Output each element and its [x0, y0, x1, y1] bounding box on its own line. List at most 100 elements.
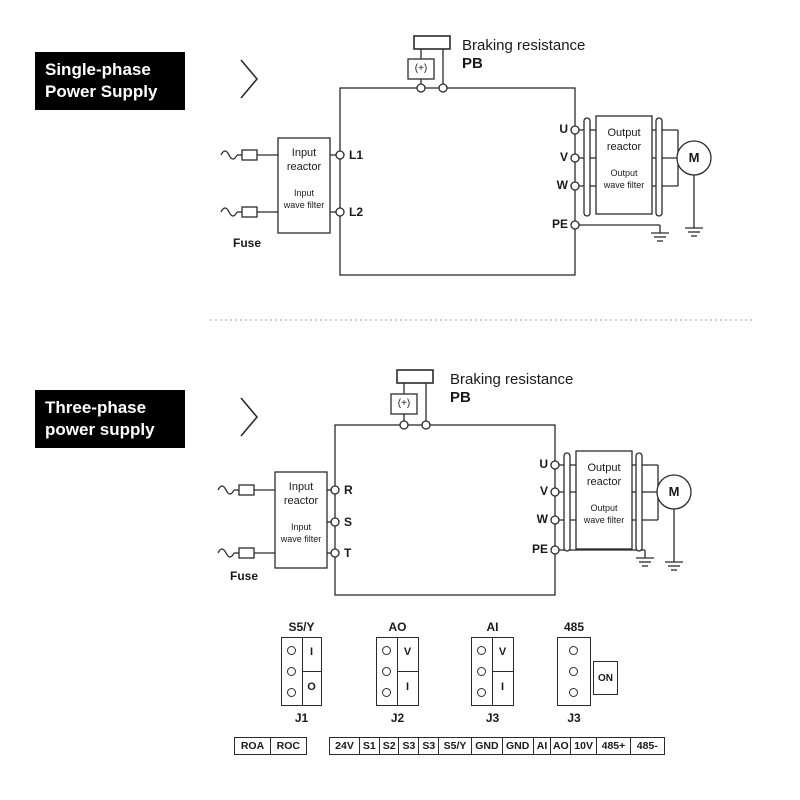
- jumper-pin: [569, 646, 578, 655]
- plus-terminal-label: (+): [397, 398, 411, 409]
- jumper-485-title: 485: [563, 620, 585, 634]
- terminal-cell-24v: 24V: [329, 737, 360, 755]
- terminal-label-pe: PE: [551, 217, 568, 231]
- output-reactor-box: [595, 115, 653, 215]
- fuse-symbol: [241, 149, 258, 161]
- braking-resistance-label: Braking resistance: [462, 37, 586, 54]
- jumper-name-j3: J3: [485, 711, 500, 725]
- fuse-symbol: [238, 547, 255, 559]
- terminal-cell-s3b: S3: [418, 737, 440, 755]
- input-reactor-label: Input reactor: [286, 147, 322, 173]
- ground-icon: [651, 232, 669, 242]
- plus-terminal-label: (+): [414, 63, 428, 74]
- motor-circle: [656, 474, 692, 510]
- filter-bar: [583, 117, 591, 217]
- terminal-cell-485p: 485+: [595, 737, 631, 755]
- terminal-cell-roa: ROA: [234, 737, 271, 755]
- output-reactor-box: [575, 450, 633, 550]
- terminal-label-w: W: [556, 178, 568, 192]
- output-reactor-label: Output reactor: [606, 127, 642, 153]
- divider: [492, 671, 513, 672]
- terminal-label-s: S: [344, 515, 353, 529]
- jumper-pin: [287, 646, 296, 655]
- fuse-symbol: [241, 206, 258, 218]
- motor-circle: [676, 140, 712, 176]
- relay-terminal-strip: ROA ROC: [234, 737, 307, 755]
- chevron-icon: [240, 397, 259, 437]
- jumper-pin: [569, 667, 578, 676]
- output-wave-filter-label: Output wave filter: [583, 503, 625, 525]
- jumper-block-j3: V I: [471, 637, 514, 706]
- single-phase-title: Single-phase Power Supply: [35, 52, 185, 110]
- fuse-label: Fuse: [233, 236, 262, 250]
- terminal-label-u: U: [539, 457, 548, 471]
- plus-terminal-box: [407, 58, 435, 80]
- jumper-pin: [477, 667, 486, 676]
- pb-terminal-label: PB: [462, 55, 483, 72]
- jumper-pin: [287, 688, 296, 697]
- terminal-nodes: [335, 83, 580, 230]
- terminal-label-l1: L1: [349, 148, 364, 162]
- jumper-option-top: V: [498, 646, 507, 658]
- three-phase-title: Three-phase power supply: [35, 390, 185, 448]
- jumper-s5y-title: S5/Y: [288, 620, 315, 634]
- terminal-cell-gnd2: GND: [501, 737, 534, 755]
- jumper-name-j1: J1: [294, 711, 309, 725]
- terminal-label-r: R: [344, 483, 353, 497]
- filter-bar: [563, 452, 571, 552]
- jumper-ao-title: AO: [388, 620, 407, 634]
- divider: [302, 671, 321, 672]
- terminal-cell-10v: 10V: [570, 737, 598, 755]
- ground-icon: [636, 557, 654, 567]
- terminal-cell-ao: AO: [550, 737, 572, 755]
- jumper-pin: [382, 688, 391, 697]
- terminal-label-v: V: [559, 150, 568, 164]
- title-line: Power Supply: [45, 82, 158, 101]
- braking-resistor: [396, 369, 434, 384]
- chevron-icon: [240, 59, 259, 99]
- terminal-cell-ai: AI: [532, 737, 552, 755]
- jumper-block-j2: V I: [376, 637, 419, 706]
- terminal-label-w: W: [536, 512, 548, 526]
- terminal-cell-485m: 485-: [629, 737, 665, 755]
- terminal-label-pe: PE: [531, 542, 548, 556]
- terminal-cell-gnd: GND: [470, 737, 503, 755]
- three-phase-circuit: [217, 369, 692, 596]
- input-wave-filter-label: Input wave filter: [280, 522, 322, 544]
- input-reactor-label: Input reactor: [283, 481, 319, 507]
- input-wave-filter-label: Input wave filter: [283, 188, 325, 210]
- jumper-pin: [569, 688, 578, 697]
- terminal-cell-s5y: S5/Y: [438, 737, 473, 755]
- jumper-pin: [477, 688, 486, 697]
- plus-terminal-box: [390, 393, 418, 415]
- terminal-cell-s3: S3: [398, 737, 420, 755]
- input-reactor-box: [277, 137, 331, 234]
- braking-resistor: [413, 35, 451, 50]
- title-line: Three-phase: [45, 397, 147, 417]
- braking-resistance-label: Braking resistance: [450, 371, 574, 388]
- ground-icon: [665, 561, 683, 571]
- filter-bar: [635, 452, 643, 552]
- input-reactor-box: [274, 471, 328, 569]
- fuse-symbol: [238, 484, 255, 496]
- jumper-pin: [382, 667, 391, 676]
- single-phase-circuit: [220, 35, 712, 276]
- terminal-cell-s1: S1: [358, 737, 380, 755]
- terminal-nodes: [330, 420, 560, 558]
- output-reactor-label: Output reactor: [586, 462, 622, 488]
- jumper-option-bottom: I: [405, 681, 410, 693]
- jumper-pin: [287, 667, 296, 676]
- jumper-pin: [382, 646, 391, 655]
- jumper-option-top: V: [403, 646, 412, 658]
- jumper-option-bottom: I: [500, 681, 505, 693]
- fuse-label: Fuse: [230, 569, 259, 583]
- output-wave-filter-label: Output wave filter: [603, 168, 645, 190]
- pb-terminal-label: PB: [450, 389, 471, 406]
- jumper-block-j1: I O: [281, 637, 322, 706]
- jumper-name-j2: J2: [390, 711, 405, 725]
- title-line: power supply: [45, 420, 155, 439]
- jumper-option-bottom: O: [307, 681, 316, 693]
- motor-label: M: [688, 150, 700, 165]
